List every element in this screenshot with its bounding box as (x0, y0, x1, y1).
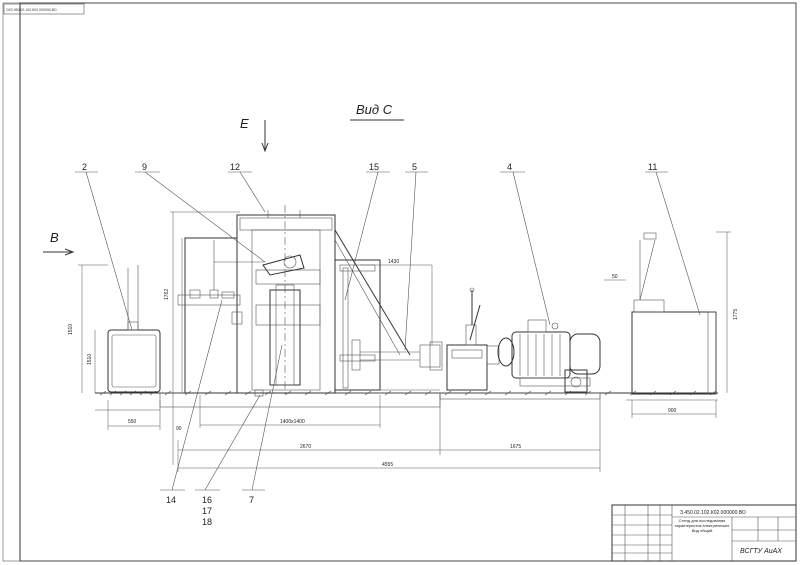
top-stamp-text: СКЗ 450.02.102.К02.000000.ВО (6, 8, 57, 12)
dim-4555: 4555 (382, 462, 393, 468)
callout-12: 12 (230, 162, 240, 172)
dim-900: 900 (668, 408, 677, 414)
view-title: Вид С (356, 102, 393, 117)
dimensions: 1510 1510 550 1762 90 1400x1400 2670 167… (68, 211, 739, 472)
callout-2: 2 (82, 162, 87, 172)
dim-1775: 1775 (733, 309, 739, 320)
callout-11: 11 (648, 162, 657, 172)
callout-9: 9 (142, 162, 147, 172)
floor (95, 390, 718, 411)
top-stamp: СКЗ 450.02.102.К02.000000.ВО (3, 3, 85, 15)
title-code: З.450.02.102.К02.000000.ВО (680, 510, 746, 516)
gearbox (419, 287, 500, 391)
callout-17: 17 (202, 506, 212, 516)
dim-mid: 1400x1400 (280, 419, 305, 425)
callout-labels: 2 9 12 15 5 4 11 14 16 17 18 7 (75, 162, 668, 527)
left-table (177, 237, 265, 394)
leader-lines (85, 171, 701, 491)
callout-7: 7 (249, 495, 254, 505)
dim-small-r: 50 (612, 274, 618, 280)
callout-15: 15 (369, 162, 379, 172)
dim-550: 550 (128, 419, 137, 425)
dim-1675: 1675 (510, 444, 521, 450)
dim-1762: 1762 (164, 289, 170, 300)
dim-1510-small: 1510 (87, 354, 93, 365)
right-cabinet (631, 232, 717, 395)
title-block: З.450.02.102.К02.000000.ВО Стенд для исс… (611, 504, 797, 562)
callout-4: 4 (507, 162, 512, 172)
inclined-frame (334, 229, 440, 391)
callout-14: 14 (166, 495, 176, 505)
dim-top: 1430 (388, 259, 399, 265)
callout-5: 5 (412, 162, 417, 172)
dim-2670: 2670 (300, 444, 311, 450)
left-cabinet (107, 265, 161, 393)
main-frame (236, 205, 336, 397)
electric-motor (497, 319, 601, 393)
dim-1510: 1510 (68, 324, 74, 335)
arrow-b-label: B (50, 230, 59, 245)
title-org: ВСГТУ АиАХ (740, 548, 782, 555)
callout-16: 16 (202, 495, 212, 505)
title-name: Стенд для исследования характеристик эле… (674, 518, 730, 533)
sheet-frame (19, 2, 797, 562)
dim-90: 90 (176, 426, 182, 432)
arrow-e-label: E (240, 116, 249, 131)
callout-18: 18 (202, 517, 212, 527)
